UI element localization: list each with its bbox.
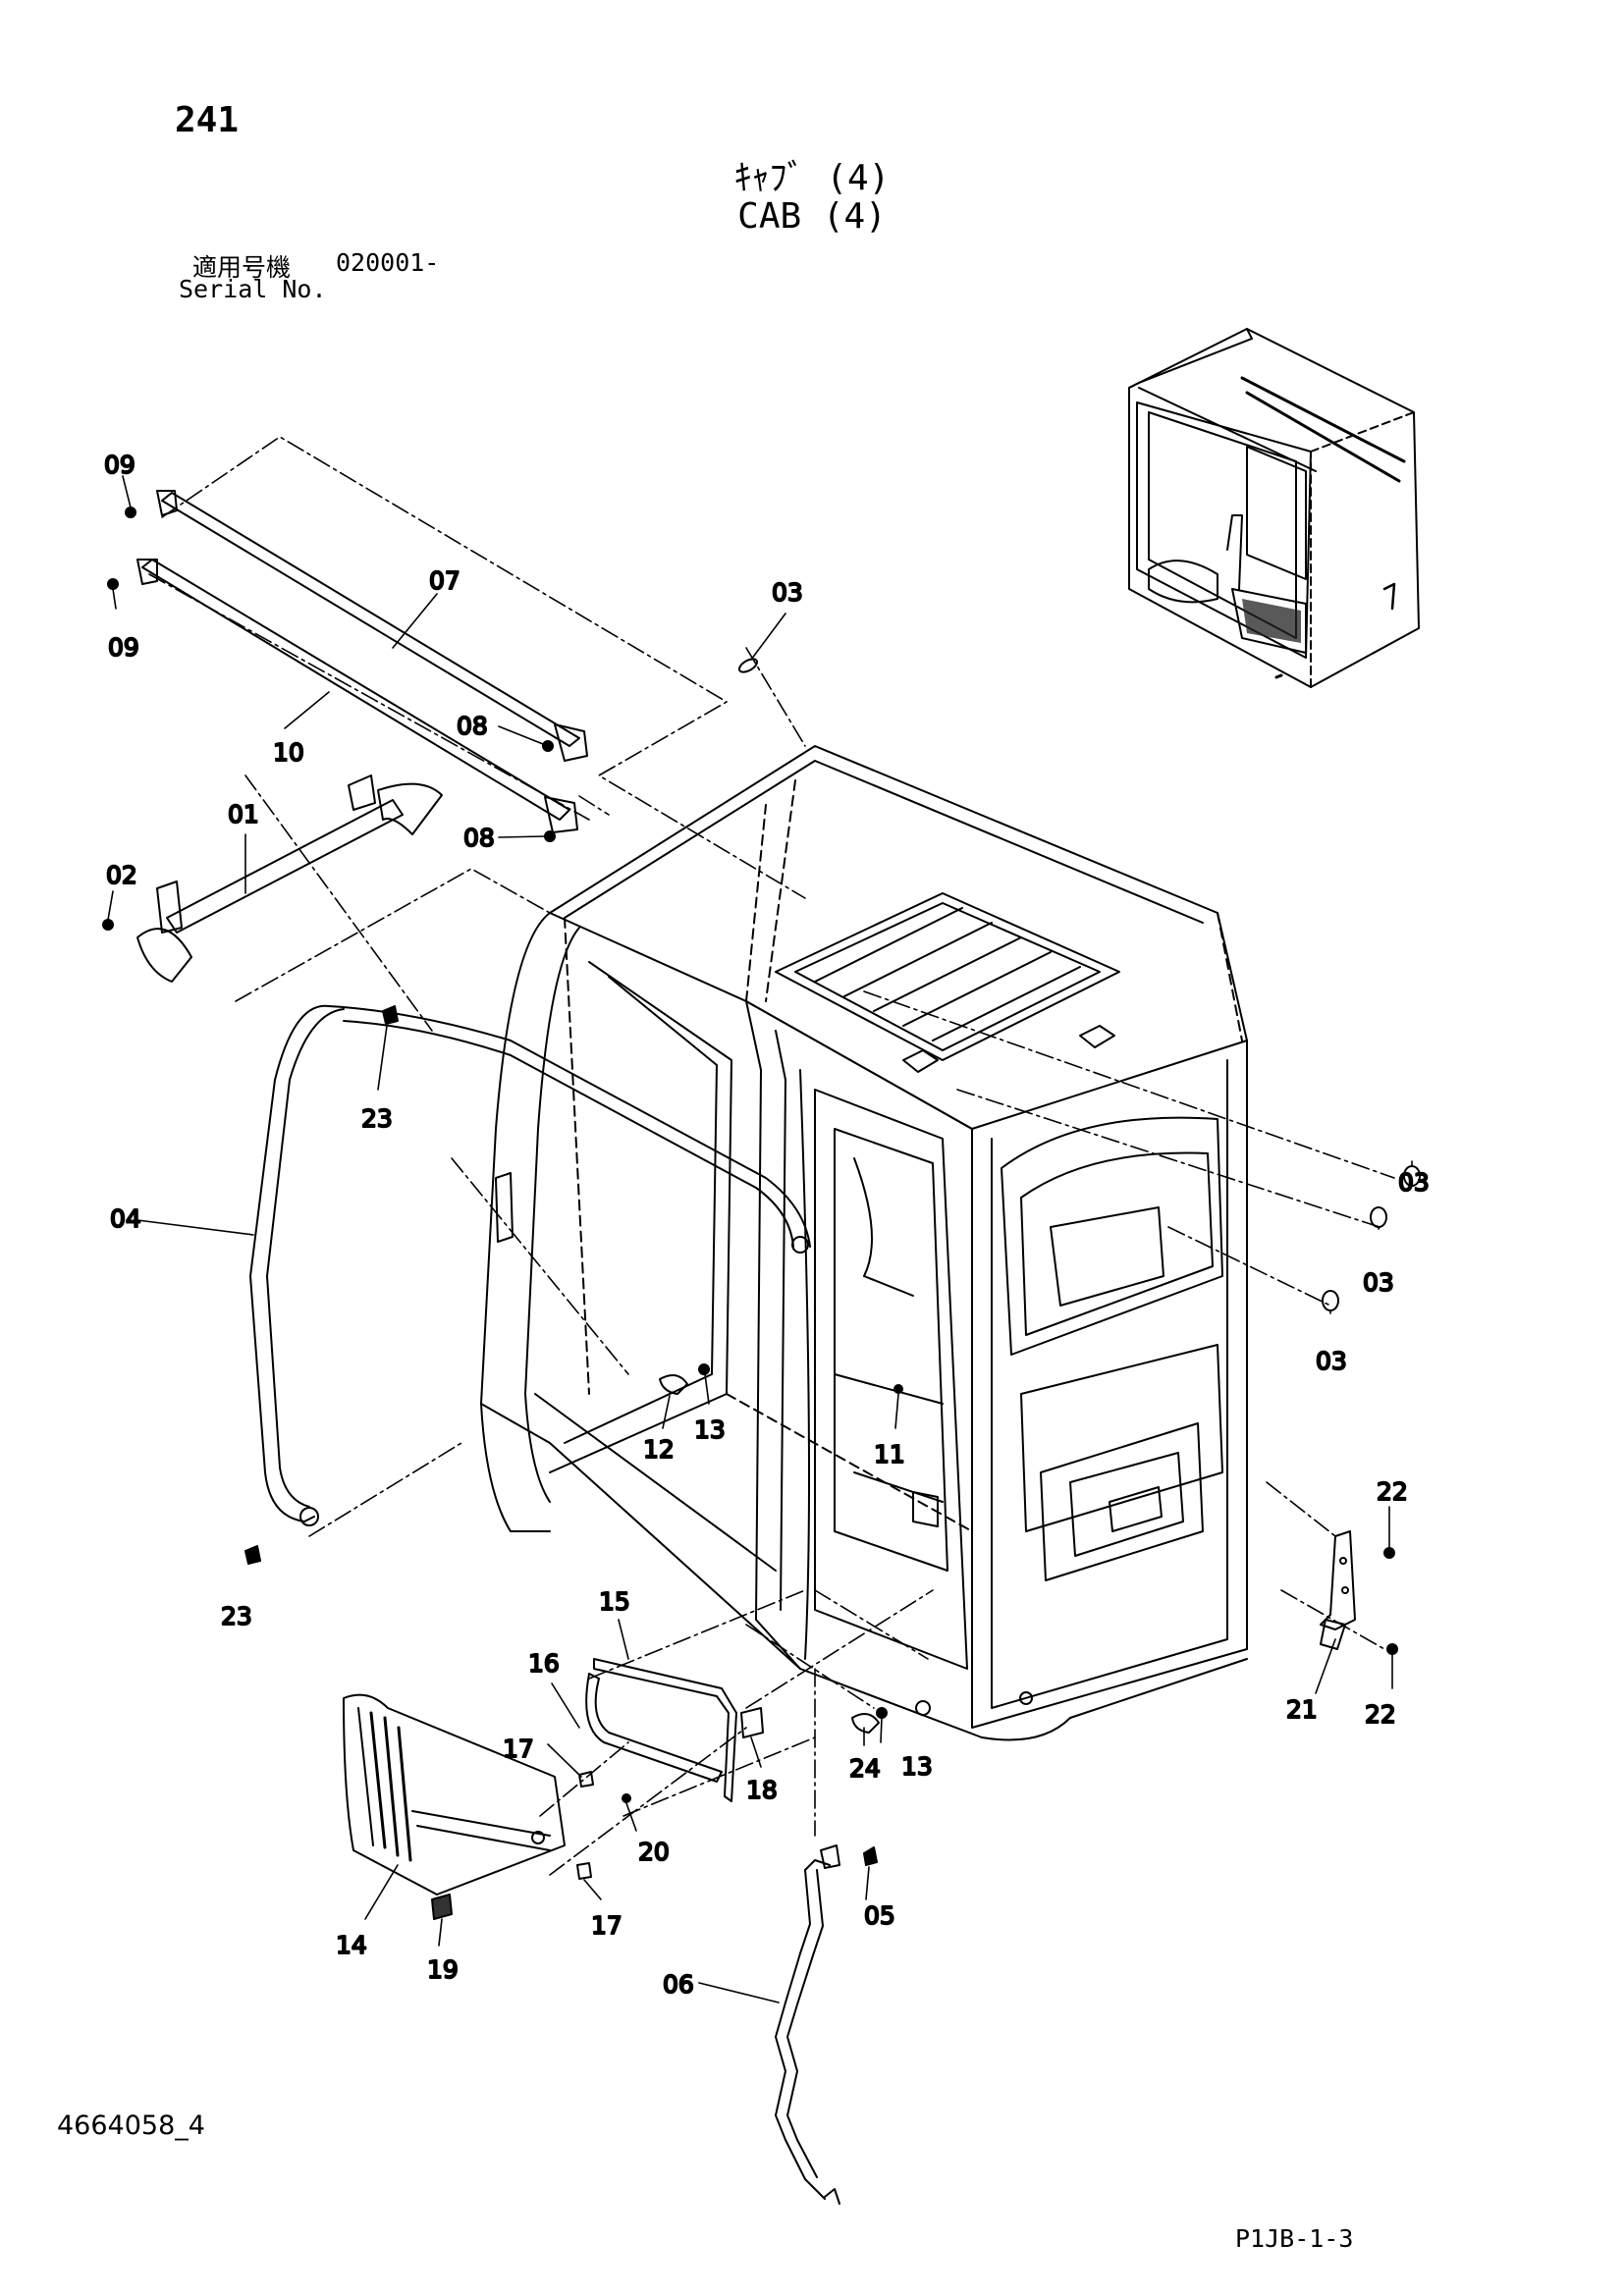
page-code: P1JB-1-3 <box>1235 2224 1354 2253</box>
callout-09-lower: 09 <box>108 633 139 662</box>
callout-labels: 09 09 07 10 08 08 03 03 03 03 01 02 23 2… <box>103 450 1431 2000</box>
serial-number-value: 020001- <box>336 248 440 277</box>
seal-strip-16 <box>585 1673 723 1783</box>
callout-03-top: 03 <box>772 578 803 607</box>
hardware-fasteners <box>102 507 1421 1920</box>
serial-label-japanese: 適用号機 <box>192 253 292 282</box>
callout-16: 16 <box>528 1649 560 1678</box>
callout-10: 10 <box>273 738 304 767</box>
callout-17-upper: 17 <box>503 1735 534 1763</box>
callout-14: 14 <box>336 1931 367 1959</box>
cab-overview-inset <box>1128 328 1420 688</box>
cab-frame <box>480 745 1248 1741</box>
callout-21: 21 <box>1286 1695 1318 1724</box>
callout-07: 07 <box>429 566 460 595</box>
callout-09-upper: 09 <box>104 451 135 479</box>
callout-02: 02 <box>106 861 137 889</box>
roof-strut-10 <box>136 559 578 833</box>
title-japanese: ｷｬﾌﾞ (4) <box>733 158 891 198</box>
grab-rail-04 <box>249 1004 811 1526</box>
callout-20: 20 <box>638 1838 670 1866</box>
title-english: CAB (4) <box>737 196 887 237</box>
callout-23-upper: 23 <box>361 1104 393 1133</box>
callout-23-lower: 23 <box>221 1602 252 1630</box>
callout-22-lower: 22 <box>1365 1700 1396 1729</box>
seal-strip-15 <box>593 1658 737 1802</box>
drawing-number: 4664058_4 <box>57 2110 205 2141</box>
page-number: 241 <box>175 100 240 140</box>
callout-05: 05 <box>864 1901 895 1930</box>
callout-18: 18 <box>746 1776 778 1804</box>
callout-22-upper: 22 <box>1377 1477 1408 1506</box>
callout-03-right-3: 03 <box>1316 1347 1347 1375</box>
callout-06: 06 <box>663 1970 694 1999</box>
roof-strut-07 <box>156 490 588 762</box>
step-cover-14 <box>343 1693 566 1896</box>
serial-label-english: Serial No. <box>179 275 327 303</box>
callout-04: 04 <box>110 1204 141 1233</box>
callout-17-lower: 17 <box>591 1911 623 1940</box>
callout-08-lower: 08 <box>463 824 495 852</box>
callout-03-right-1: 03 <box>1398 1168 1430 1197</box>
callout-19: 19 <box>427 1955 459 1984</box>
callout-13-upper: 13 <box>694 1415 726 1444</box>
callout-15: 15 <box>599 1587 630 1616</box>
callout-12: 12 <box>643 1435 675 1464</box>
callout-01: 01 <box>228 800 259 828</box>
callout-24: 24 <box>849 1754 881 1783</box>
callout-11: 11 <box>874 1440 905 1468</box>
callout-08-upper: 08 <box>457 712 488 740</box>
harness-06 <box>775 1844 840 2205</box>
callout-03-right-2: 03 <box>1363 1268 1394 1297</box>
handrail-01 <box>136 774 443 983</box>
bracket-21 <box>1320 1530 1356 1650</box>
callout-13-lower: 13 <box>901 1752 933 1781</box>
callout-leader-lines <box>107 475 1413 2003</box>
